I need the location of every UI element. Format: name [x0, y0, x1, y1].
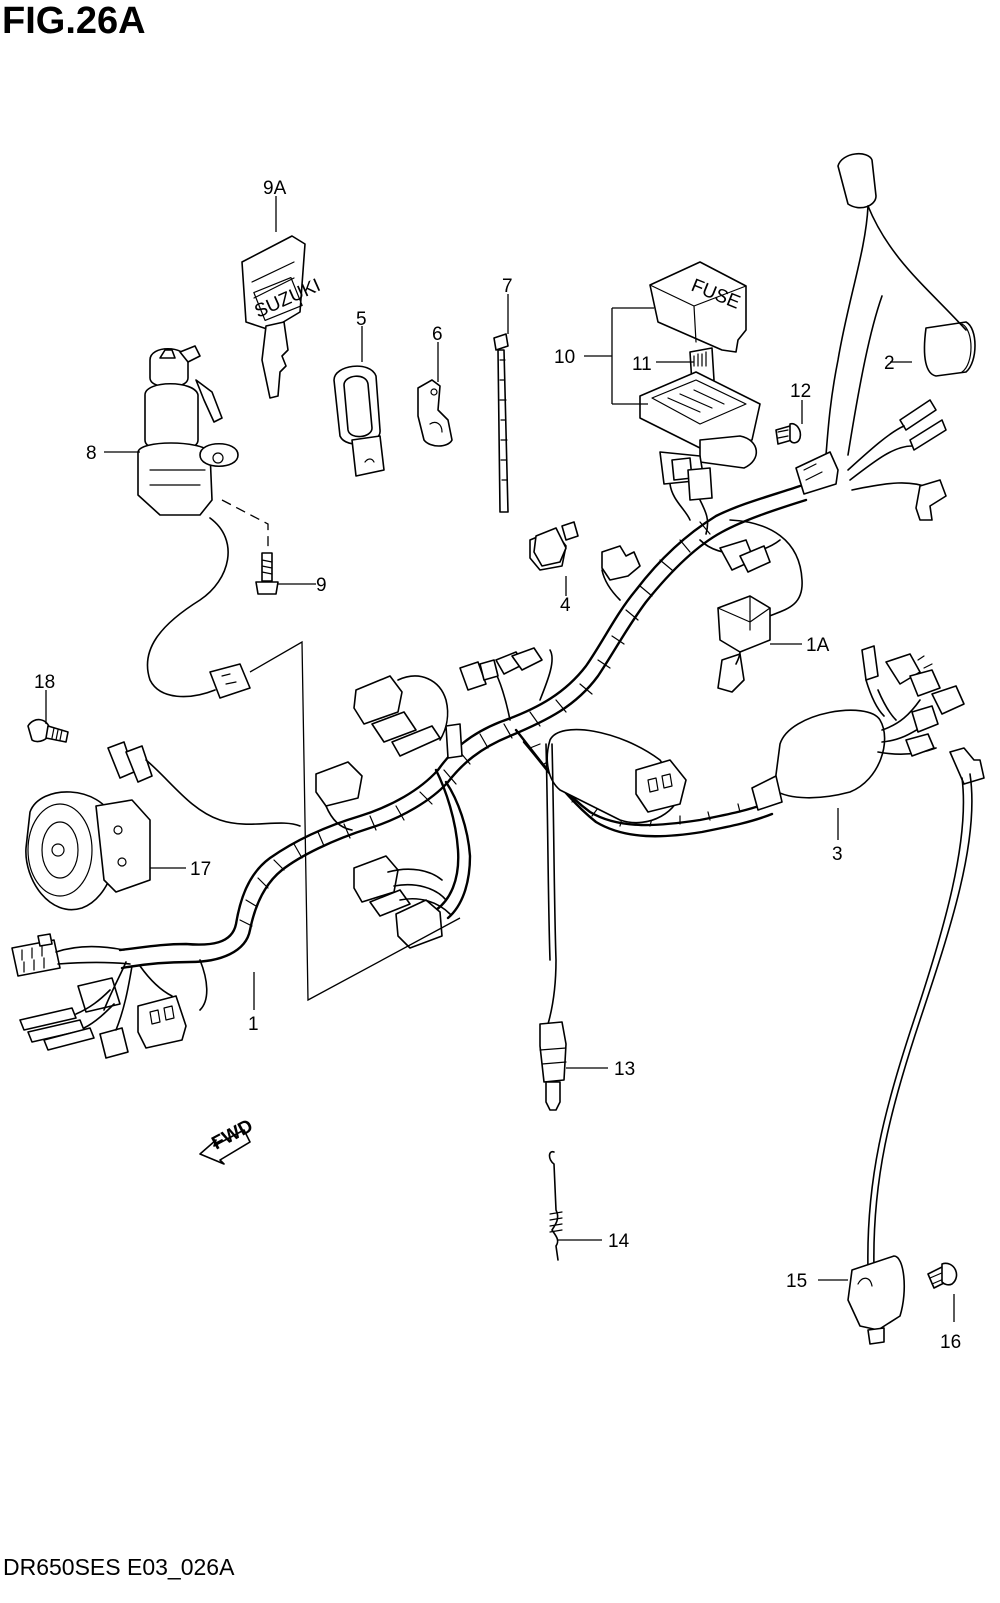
relay-1A — [717, 595, 771, 693]
callout-11: 11 — [632, 354, 652, 375]
ignition-key: SUZUKI — [241, 235, 324, 399]
screw-12 — [775, 422, 802, 445]
main-wiring-harness — [118, 484, 808, 970]
left-connectors — [11, 933, 208, 1059]
callout-labels: 9A 5 6 7 10 11 12 2 8 9 4 1A 18 17 3 1 1… — [34, 178, 961, 1353]
callout-10: 10 — [554, 347, 575, 368]
callout-14: 14 — [608, 1231, 630, 1252]
callout-6: 6 — [432, 324, 443, 345]
fuse-box-10: FUSE — [639, 261, 761, 535]
screw-16 — [927, 1262, 958, 1289]
figure-title: FIG.26A — [2, 0, 146, 42]
group-bracket-line — [249, 640, 461, 1002]
callout-3: 3 — [832, 844, 843, 865]
sensor-15 — [847, 773, 973, 1345]
callout-1: 1 — [248, 1014, 259, 1035]
rod-14 — [548, 1150, 563, 1261]
bracket-6 — [417, 379, 453, 447]
bolt-18 — [27, 718, 69, 743]
callout-12: 12 — [790, 381, 811, 402]
cable-tie-7 — [493, 333, 509, 513]
callout-2: 2 — [884, 353, 895, 374]
ignition-switch — [137, 345, 251, 699]
clamp-5 — [333, 365, 385, 477]
forward-arrow: FWD — [199, 1116, 257, 1165]
callout-5: 5 — [356, 309, 367, 330]
callout-1A: 1A — [806, 635, 830, 656]
sensor-13 — [539, 743, 567, 1111]
ignition-coil-3 — [546, 645, 985, 824]
connector-4 — [533, 527, 567, 567]
leader-lines — [45, 196, 955, 1322]
connector-2-lead — [795, 153, 976, 521]
harness-connectors — [315, 521, 771, 949]
callout-18: 18 — [34, 672, 55, 693]
horn-17 — [25, 741, 301, 911]
callout-16: 16 — [940, 1332, 961, 1353]
callout-13: 13 — [614, 1059, 635, 1080]
callout-4: 4 — [560, 595, 571, 616]
screw-9 — [255, 552, 279, 595]
diagram-code-footer: DR650SES E03_026A — [3, 1554, 235, 1580]
screw-9-dashed-line — [221, 499, 269, 552]
callout-9: 9 — [316, 575, 327, 596]
callout-9A: 9A — [263, 178, 287, 199]
callout-7: 7 — [502, 276, 513, 297]
callout-15: 15 — [786, 1271, 807, 1292]
callout-17: 17 — [190, 859, 211, 880]
callout-8: 8 — [86, 443, 97, 464]
